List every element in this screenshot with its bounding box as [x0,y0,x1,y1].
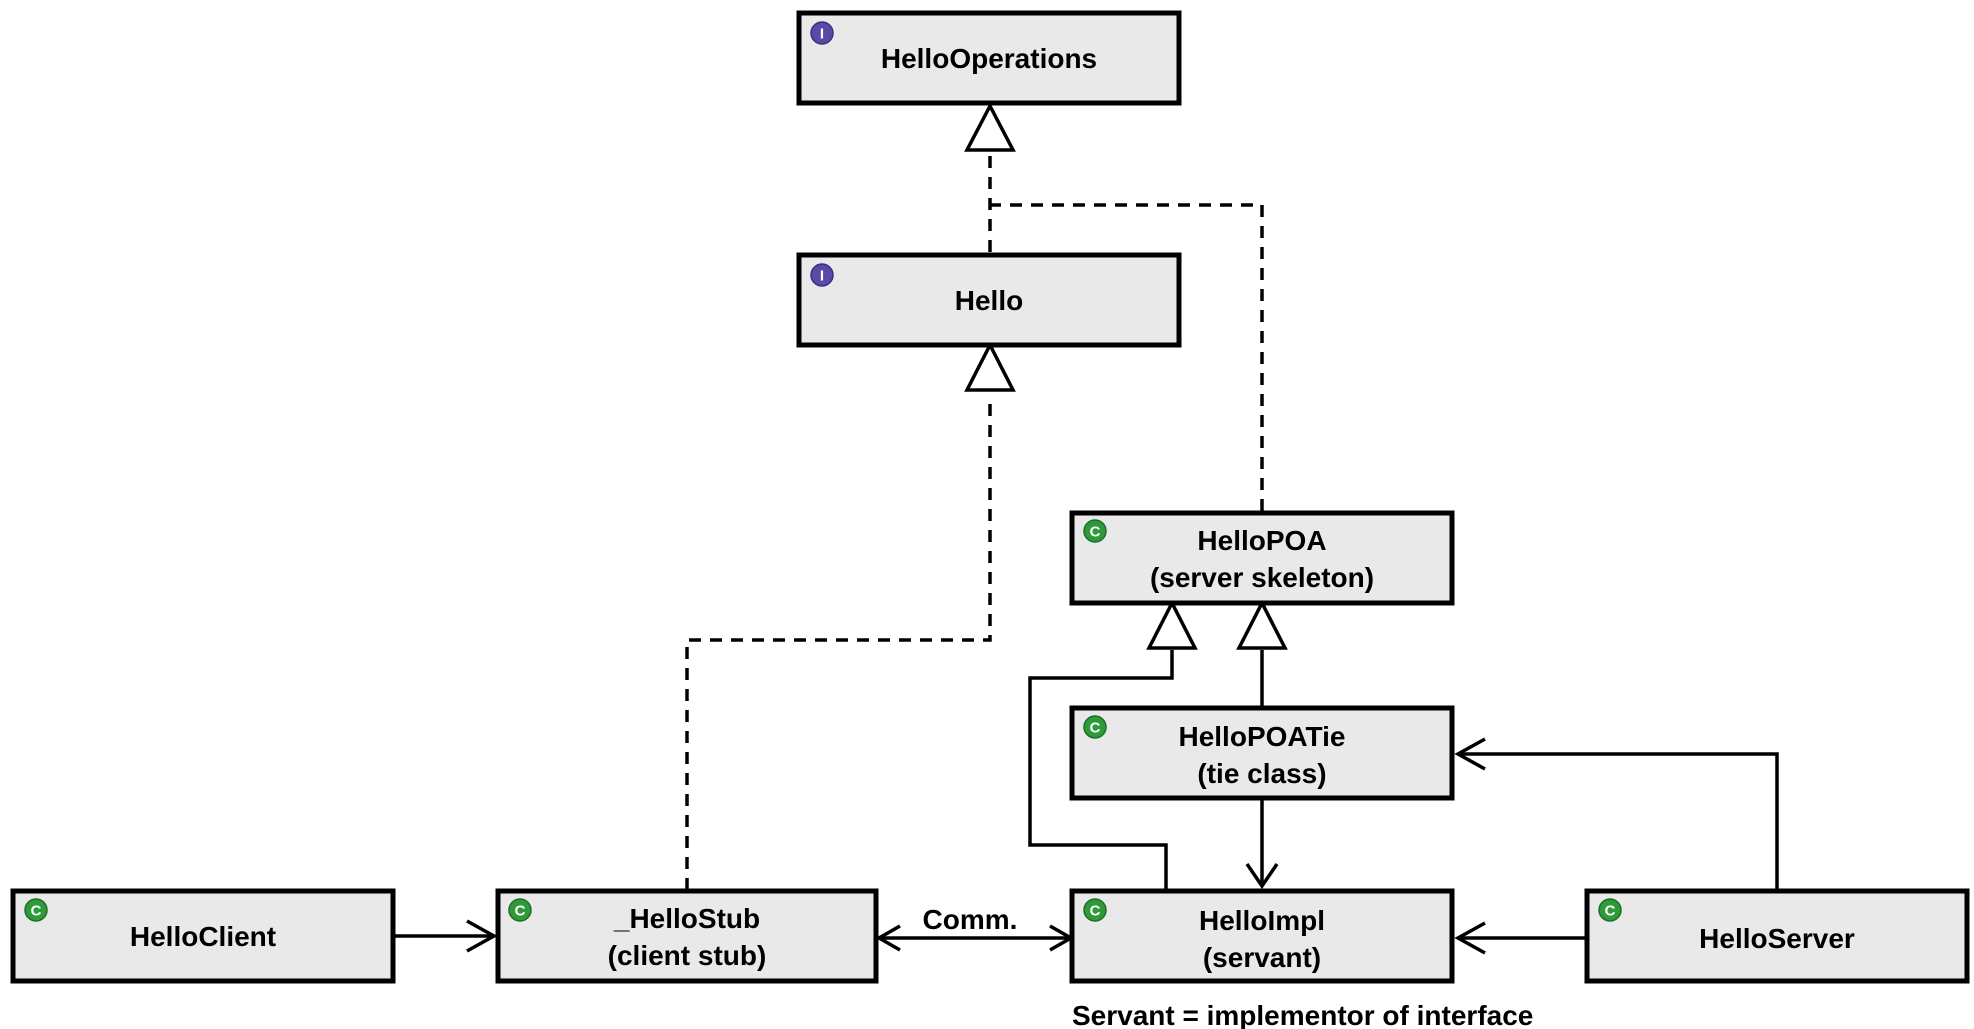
class-subtitle: (client stub) [608,940,767,971]
class-name: HelloPOA [1197,525,1326,556]
class-subtitle: (tie class) [1197,758,1326,789]
class-icon [1083,898,1107,922]
hello-realization-triangle [964,341,1016,392]
helloimpl-arrowhead-from-server [1454,921,1486,955]
class-name: HelloOperations [881,43,1097,74]
class-icon [24,898,48,922]
hellopoa-generalization-triangle-right [1236,599,1288,650]
class-icon [1598,898,1622,922]
class-icon-letter: C [1090,903,1101,920]
hellostub-arrowhead [466,919,498,953]
class-icon [1083,715,1107,739]
class-box-helloclient: C HelloClient [10,888,396,984]
class-name: HelloClient [130,921,276,952]
class-box-helloimpl: C HelloImpl (servant) [1069,888,1455,984]
class-name: _HelloStub [613,903,760,934]
hellopoa-to-hellooperations-dashed-line [990,203,1264,511]
interface-icon-letter: I [820,26,824,43]
helloserver-to-hellopoatie-line [1458,752,1779,890]
class-icon-letter: C [515,903,526,920]
class-icon [1083,519,1107,543]
diagram-caption: Servant = implementor of interface [1072,1000,1533,1029]
helloimpl-arrowhead-from-tie [1245,863,1279,890]
class-subtitle: (servant) [1203,942,1321,973]
class-box-hellostub: C _HelloStub (client stub) [495,888,879,984]
interface-icon [810,263,834,287]
class-name: HelloPOATie [1178,721,1345,752]
class-box-hellopoa: C HelloPOA (server skeleton) [1069,510,1455,606]
comm-arrowhead-left [875,924,901,952]
connectors [395,102,1779,955]
class-subtitle: (server skeleton) [1150,562,1374,593]
class-box-hello: I Hello [796,252,1182,348]
comm-label: Comm. [923,904,1018,935]
class-icon-letter: C [1090,720,1101,737]
hellooperations-realization-triangle [964,102,1016,152]
class-box-helloserver: C HelloServer [1584,888,1970,984]
hellostub-to-hello-dashed-line [685,395,992,890]
class-name: HelloServer [1699,923,1855,954]
class-icon-letter: C [31,903,42,920]
class-box-hellooperations: I HelloOperations [796,10,1182,106]
class-box-hellopoatie: C HelloPOATie (tie class) [1069,705,1455,801]
hellopoatie-arrowhead [1454,737,1486,771]
class-icon-letter: C [1605,903,1616,920]
class-name: HelloImpl [1199,905,1325,936]
hellopoa-generalization-triangle-left [1146,599,1198,650]
interface-icon [810,21,834,45]
class-icon [508,898,532,922]
class-name: Hello [955,285,1023,316]
interface-icon-letter: I [820,268,824,285]
class-icon-letter: C [1090,524,1101,541]
helloimpl-to-hellopoa-line [1028,650,1174,890]
